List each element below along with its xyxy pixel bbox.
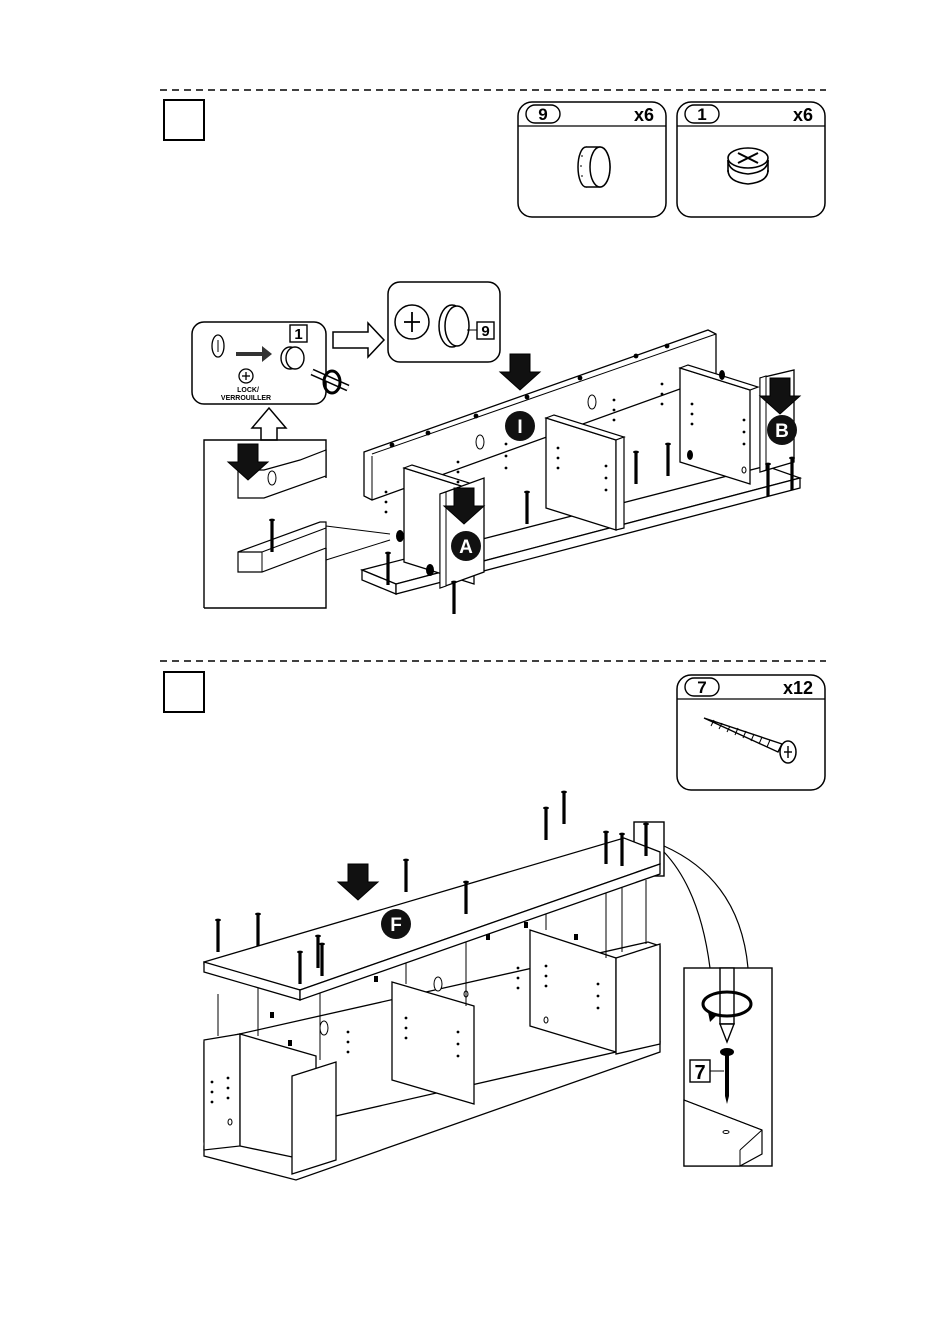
step-1-number-box <box>164 100 204 140</box>
detail-cap-label: 9 <box>481 323 489 340</box>
part-number: 7 <box>697 678 706 697</box>
step-2: 7 x12 <box>160 661 826 1180</box>
closeup-inset <box>204 440 390 608</box>
part-card-1: 1 x6 <box>677 102 825 217</box>
part-card-9: 9 x6 <box>518 102 666 217</box>
panel-label: F <box>390 915 402 936</box>
step-2-assembly-drawing: F <box>204 791 660 1180</box>
part-quantity: x12 <box>783 678 813 698</box>
detail-part-label: 1 <box>294 326 302 343</box>
panel-label: I <box>517 417 522 438</box>
step-2-number-box <box>164 672 204 712</box>
part-number: 9 <box>538 105 547 124</box>
cam-cap-icon <box>578 147 610 187</box>
arrow-right-icon <box>333 323 384 357</box>
step-1-assembly-drawing: I A B <box>362 330 800 614</box>
lock-label: LOCK/ <box>237 387 259 394</box>
arrow-up-icon <box>252 408 286 440</box>
cam-cap-detail-bubble: 9 <box>388 282 500 362</box>
step-1: 9 x6 1 x6 <box>160 90 826 614</box>
part-number: 1 <box>697 105 706 124</box>
cam-lock-detail-bubble: 1 LOCK/ VERROUILLER <box>192 322 348 404</box>
lock-label-fr: VERROUILLER <box>221 395 271 402</box>
detail-part-label: 7 <box>694 1062 705 1084</box>
panel-label: B <box>775 421 789 442</box>
part-quantity: x6 <box>634 105 654 125</box>
panel-label: A <box>459 537 473 558</box>
part-card-7: 7 x12 <box>677 675 825 790</box>
part-quantity: x6 <box>793 105 813 125</box>
